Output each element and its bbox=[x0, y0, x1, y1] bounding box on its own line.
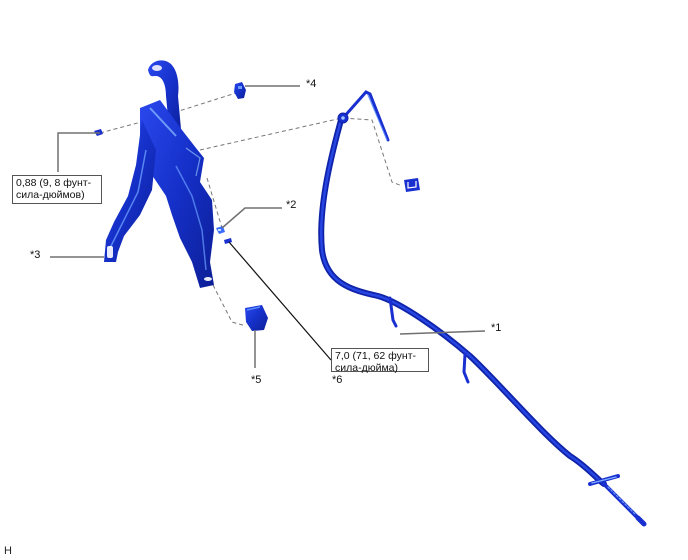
callout-3: *3 bbox=[30, 249, 41, 261]
torque-spec-left-line2: сила-дюймов) bbox=[16, 189, 85, 201]
cover-part-5 bbox=[245, 305, 268, 331]
nut-part-6 bbox=[224, 238, 232, 244]
u-clip-part bbox=[404, 178, 420, 192]
leader-lines bbox=[50, 85, 486, 368]
callout-5: *5 bbox=[251, 374, 262, 386]
clip-part-4 bbox=[234, 82, 246, 99]
callout-6: *6 bbox=[332, 374, 343, 386]
parking-brake-pedal-assembly bbox=[104, 60, 214, 288]
callout-4: *4 bbox=[306, 78, 317, 90]
callout-1: *1 bbox=[491, 322, 502, 334]
torque-spec-right: 7,0 (71, 62 фунт- сила-дюйма) bbox=[331, 348, 429, 374]
assembly-dashed-lines bbox=[99, 92, 403, 327]
torque-spec-left-line1: 0,88 (9, 8 фунт- bbox=[16, 177, 92, 189]
parking-brake-cable-part-1 bbox=[318, 90, 647, 527]
figure-code: H bbox=[4, 545, 12, 557]
torque-spec-right-line1: 7,0 (71, 62 фунт- bbox=[335, 350, 416, 362]
callout-2: *2 bbox=[286, 199, 297, 211]
leader-line-6 bbox=[228, 241, 332, 361]
torque-spec-right-line2: сила-дюйма) bbox=[335, 362, 398, 374]
torque-spec-left: 0,88 (9, 8 фунт- сила-дюймов) bbox=[12, 175, 102, 204]
